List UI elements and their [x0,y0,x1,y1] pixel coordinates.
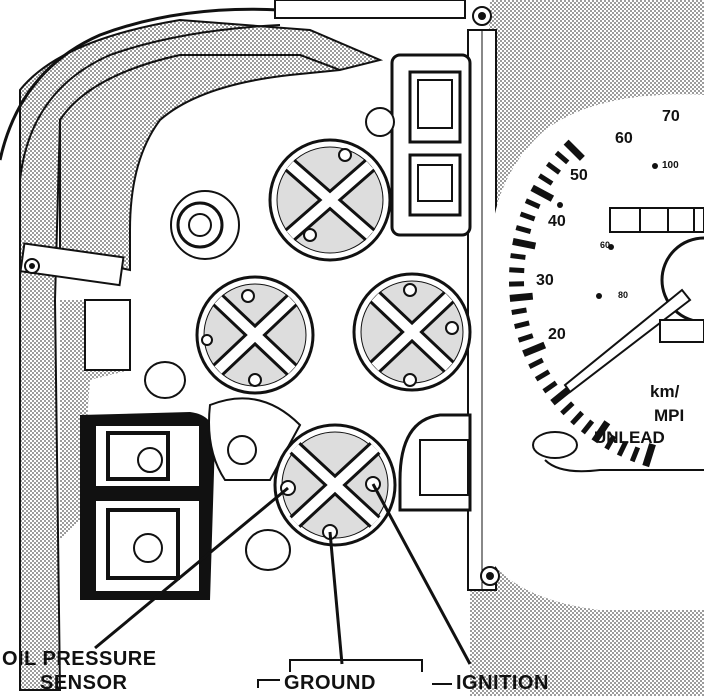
oil-pressure-socket [273,423,397,547]
speedometer-tick [550,385,573,406]
speedometer-tick [512,238,537,250]
speedometer-tick [517,333,534,343]
speedometer-tick [510,253,526,260]
ground-label: GROUND [284,672,376,694]
speedometer-tick [509,267,525,274]
oil-pressure-label: OIL PRESSURE [2,648,157,670]
indicator-housing-lower [80,412,215,600]
speedometer-needle [563,288,692,394]
mph-mark-30: 30 [536,272,554,289]
speedometer-tick [591,420,611,444]
kmh-mark-100: 100 [662,160,679,171]
speedometer-tick [570,410,585,426]
speedometer-tick [563,139,585,161]
speedometer-tick [542,380,558,394]
housing-inner-edge [19,24,281,690]
speedometer-tick [616,440,628,457]
speedometer-tick [511,307,527,315]
mph-mark-40: 40 [548,213,566,230]
speedometer-tick [524,198,541,210]
speedometer-tick [530,184,555,202]
speedometer-tick [522,341,547,357]
mph-mark-70: 70 [662,108,680,125]
speedometer-tick [515,225,532,235]
ground-bracket [257,659,423,688]
speedometer-tick [604,434,617,451]
ignition-label: IGNITION [456,672,549,694]
speedometer-tick [519,211,536,222]
ground-leader [328,531,344,665]
units-top: km/ [650,382,680,401]
speedometer-tick [629,446,641,463]
speedometer-tick [534,369,551,382]
speedometer-face [490,94,704,610]
upper-stipple-band [59,54,341,272]
oil-pressure-sensor-label: SENSOR [40,672,128,694]
gauge-socket-mid-left [195,275,315,395]
oil-pressure-leader [94,486,289,650]
ignition-leader [371,483,472,665]
bulb-socket-left [170,190,240,260]
speedometer-tick [528,357,544,369]
housing-outer-edge [0,7,281,161]
speedometer-ticks [508,139,656,468]
mph-mark-60: 60 [615,130,633,147]
speedometer-tick [509,292,534,302]
gauge-socket-mid-right [352,272,472,392]
speedometer-tick [642,443,656,468]
kmh-mark-60: 60 [600,240,611,250]
speedometer-tick [538,173,554,186]
speedometer-tick [580,419,595,435]
units-mid: MPI [654,406,685,425]
speedometer-tick [545,161,561,175]
gauge-socket-upper [268,138,392,262]
top-bracket [274,0,466,19]
speedometer-tick [514,320,530,329]
kmh-mark-80: 80 [618,290,629,300]
mph-mark-50: 50 [570,167,588,184]
speedometer-tick [554,150,570,165]
fuel-note: UNLEAD [594,428,665,447]
speedometer-tick [560,401,575,416]
mph-mark-20: 20 [548,326,566,343]
